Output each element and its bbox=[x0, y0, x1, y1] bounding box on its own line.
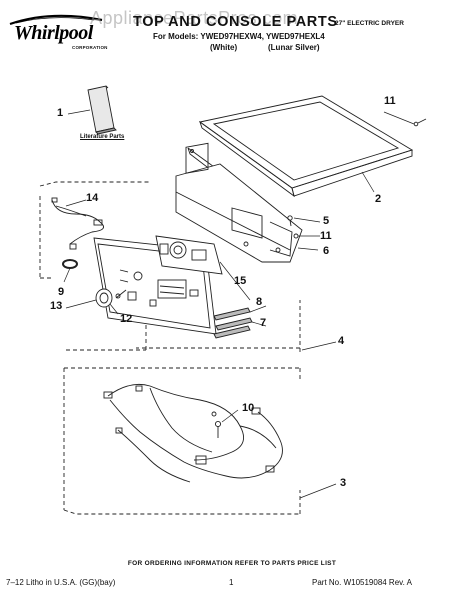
logo-corporation: CORPORATION bbox=[72, 45, 108, 50]
whirlpool-logo: Whirlpool CORPORATION bbox=[6, 10, 108, 54]
literature-booklet bbox=[87, 85, 117, 135]
callout-8: 8 bbox=[256, 296, 263, 308]
callout-2: 2 bbox=[375, 193, 382, 205]
callout-9: 9 bbox=[58, 286, 65, 298]
ordering-note: FOR ORDERING INFORMATION REFER TO PARTS … bbox=[127, 560, 337, 567]
leader-lines bbox=[63, 109, 415, 499]
knob bbox=[95, 288, 127, 308]
callout-4: 4 bbox=[338, 335, 345, 347]
color-lunar-silver: (Lunar Silver) bbox=[268, 43, 320, 52]
callout-5: 5 bbox=[323, 215, 330, 227]
gasket-strips bbox=[213, 307, 253, 339]
footer-part-number: Part No. W10519084 Rev. A bbox=[312, 578, 412, 587]
color-white: (White) bbox=[210, 43, 238, 52]
callout-14: 14 bbox=[86, 192, 99, 204]
product-type: 27" ELECTRIC DRYER bbox=[335, 20, 404, 27]
main-wire-harness bbox=[103, 383, 283, 483]
logo-wordmark: Whirlpool bbox=[14, 22, 93, 44]
callout-3: 3 bbox=[340, 477, 347, 489]
callout-11-top: 11 bbox=[384, 95, 396, 107]
footer-litho: 7–12 Litho in U.S.A. (GG)(bay) bbox=[6, 578, 116, 587]
callout-13: 13 bbox=[50, 300, 63, 312]
callout-7: 7 bbox=[260, 317, 267, 329]
knob-seal bbox=[62, 259, 78, 269]
callout-12: 12 bbox=[120, 313, 133, 325]
page-title: TOP AND CONSOLE PARTS bbox=[133, 14, 338, 30]
control-board bbox=[155, 235, 223, 275]
footer-page-number: 1 bbox=[229, 578, 234, 587]
callout-11-mid: 11 bbox=[320, 230, 332, 242]
model-numbers: For Models: YWED97HEXW4, YWED97HEXL4 bbox=[153, 32, 325, 41]
top-panel bbox=[198, 95, 414, 198]
callout-1: 1 bbox=[57, 107, 64, 119]
rear-console-panel bbox=[175, 142, 303, 263]
literature-parts-label: Literature Parts bbox=[80, 134, 125, 140]
watermark: AppliancePartsPros.com bbox=[90, 8, 299, 28]
wire-harness-14 bbox=[51, 197, 105, 250]
callout-10: 10 bbox=[242, 402, 255, 414]
callout-6: 6 bbox=[323, 245, 330, 257]
callout-15: 15 bbox=[234, 275, 247, 287]
logo-swoosh-icon bbox=[9, 14, 103, 26]
screw-10 bbox=[214, 420, 222, 438]
harness-assembly-group bbox=[63, 367, 301, 515]
